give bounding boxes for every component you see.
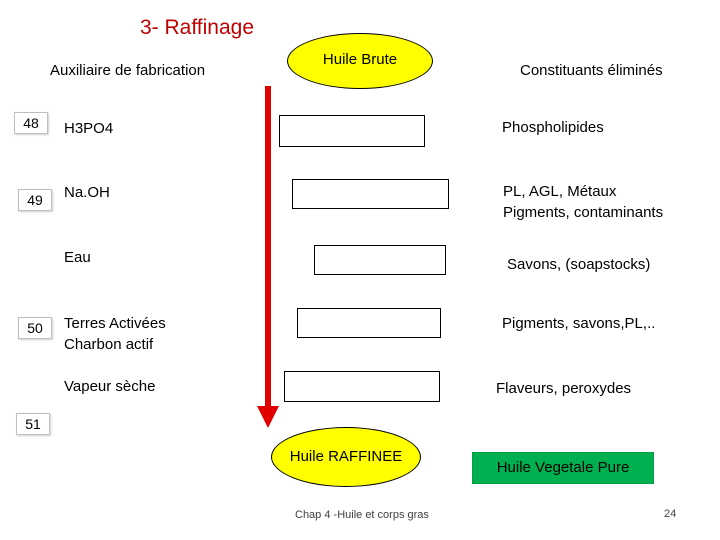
removed-item: Pigments, savons,PL,.. [502,315,656,332]
removed-item: Phospholipides [502,119,604,136]
slide-ref-50[interactable]: 50 [18,317,52,339]
process-arrow-shaft [265,86,271,412]
process-step-box [292,179,449,209]
slide-ref-51[interactable]: 51 [16,413,50,435]
footer-chapter: Chap 4 -Huile et corps gras [295,509,429,521]
slide-ref-49[interactable]: 49 [18,189,52,211]
slide-ref-48[interactable]: 48 [14,112,48,134]
pure-oil-label: Huile Vegetale Pure [496,459,630,476]
slide-title: 3- Raffinage [140,16,255,39]
process-step-box [284,371,440,402]
auxiliary-item: Eau [64,249,91,266]
removed-item: Savons, (soapstocks) [507,256,651,273]
pure-oil-box: Huile Vegetale Pure [472,452,654,484]
page-number: 24 [664,508,677,520]
auxiliary-item: Terres Activées Charbon actif [64,315,166,353]
crude-oil-label: Huile Brute [322,51,398,68]
refined-oil-ellipse: Huile RAFFINEE [271,427,421,487]
auxiliary-item: Na.OH [64,184,110,201]
process-arrow-head [257,406,279,428]
process-step-box [297,308,441,338]
auxiliary-item: H3PO4 [64,120,114,137]
crude-oil-ellipse: Huile Brute [287,33,433,89]
removed-header: Constituants éliminés [520,62,663,79]
process-step-box [314,245,446,275]
removed-item: Flaveurs, peroxydes [496,380,632,397]
auxiliary-item: Vapeur sèche [64,378,156,395]
removed-item: PL, AGL, Métaux Pigments, contaminants [503,183,664,221]
refined-oil-label: Huile RAFFINEE [289,448,403,465]
auxiliary-header: Auxiliaire de fabrication [50,62,206,79]
process-step-box [279,115,425,147]
